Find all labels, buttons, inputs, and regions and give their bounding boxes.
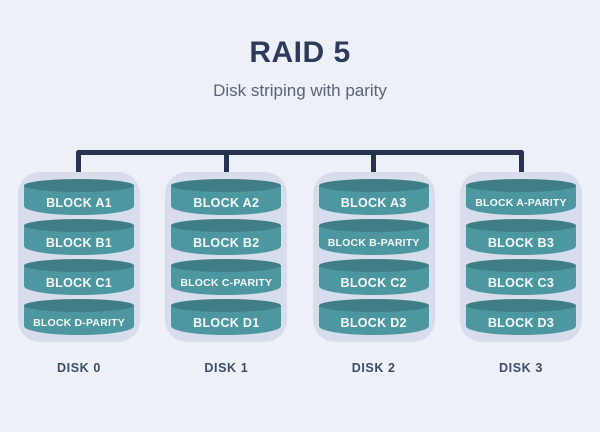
disk-label: DISK 0	[57, 361, 101, 375]
diagram-subtitle: Disk striping with parity	[213, 81, 387, 100]
block-label: BLOCK B1	[45, 235, 113, 250]
disk-block: BLOCK D2	[318, 299, 429, 335]
block-label: BLOCK A-PARITY	[475, 196, 567, 209]
disk-block: BLOCK C-PARITY	[171, 259, 282, 295]
disk-block: BLOCK C1	[24, 259, 134, 295]
disk: BLOCK A2 BLOCK B2 BLOCK C-PARITY BLOCK D1 D…	[165, 172, 288, 375]
cylinder-top-ellipse	[318, 219, 429, 232]
connector-drop-line	[519, 152, 524, 189]
disk-cylinder: BLOCK A1 BLOCK B1 BLOCK C1 BLOCK D-PARITY	[18, 172, 140, 342]
disk-label: DISK 2	[351, 361, 396, 375]
block-label: BLOCK D-PARITY	[33, 316, 125, 329]
connector-drop-line	[371, 152, 377, 189]
disk-label: DISK 1	[204, 361, 249, 375]
disk: BLOCK A1 BLOCK B1 BLOCK C1 BLOCK D-PARITY D…	[18, 172, 140, 375]
cylinder-top-ellipse	[465, 179, 576, 192]
block-label: BLOCK B-PARITY	[327, 236, 420, 249]
cylinder-top-ellipse	[171, 259, 282, 272]
cylinder-top-ellipse	[24, 219, 134, 232]
disk-label: DISK 3	[499, 361, 543, 375]
disk-block: BLOCK D-PARITY	[24, 299, 134, 335]
block-label: BLOCK C3	[487, 275, 555, 290]
block-label: BLOCK C1	[45, 275, 113, 290]
disk: BLOCK A-PARITY BLOCK B3 BLOCK C3 BLOCK D3 D…	[459, 172, 582, 375]
block-label: BLOCK C2	[340, 275, 407, 290]
connector-drop-line	[76, 152, 81, 189]
cylinder-top-ellipse	[465, 219, 576, 232]
disk-block: BLOCK C2	[318, 259, 429, 295]
cylinder-top-ellipse	[465, 299, 576, 312]
disk-block: BLOCK A3	[318, 179, 429, 215]
cylinder-top-ellipse	[318, 179, 429, 192]
block-label: BLOCK A3	[340, 195, 407, 210]
disk-block: BLOCK B2	[171, 219, 282, 255]
disk-cylinder: BLOCK A3 BLOCK B-PARITY BLOCK C2 BLOCK D2	[312, 172, 435, 342]
disk-block: BLOCK A-PARITY	[465, 179, 576, 215]
cylinder-top-ellipse	[24, 179, 134, 192]
disk-block: BLOCK A1	[24, 179, 134, 215]
block-label: BLOCK A1	[46, 195, 112, 210]
disk-block: BLOCK C3	[465, 259, 576, 295]
cylinder-top-ellipse	[171, 179, 282, 192]
disk-block: BLOCK B-PARITY	[318, 219, 429, 255]
cylinder-top-ellipse	[24, 299, 134, 312]
cylinder-top-ellipse	[318, 259, 429, 272]
block-label: BLOCK B2	[193, 235, 260, 250]
disk-block: BLOCK B1	[24, 219, 134, 255]
cylinder-top-ellipse	[318, 299, 429, 312]
block-label: BLOCK A2	[193, 195, 260, 210]
disk-cylinder: BLOCK A-PARITY BLOCK B3 BLOCK C3 BLOCK D3	[459, 172, 582, 342]
block-label: BLOCK D2	[340, 315, 407, 330]
cylinder-top-ellipse	[171, 219, 282, 232]
block-label: BLOCK D1	[193, 315, 260, 330]
block-label: BLOCK B3	[487, 235, 555, 250]
bus-connector-line	[76, 150, 524, 189]
cylinder-top-ellipse	[465, 259, 576, 272]
disk-cylinder: BLOCK A2 BLOCK B2 BLOCK C-PARITY BLOCK D1	[165, 172, 288, 342]
connector-drop-line	[223, 152, 229, 189]
block-label: BLOCK D3	[487, 315, 555, 330]
cylinder-top-ellipse	[171, 299, 282, 312]
diagram-title: RAID 5	[249, 36, 351, 69]
disk-block: BLOCK D3	[465, 299, 576, 335]
disks-row: BLOCK A1 BLOCK B1 BLOCK C1 BLOCK D-PARITY D…	[18, 172, 582, 375]
disk-block: BLOCK B3	[465, 219, 576, 255]
block-label: BLOCK C-PARITY	[180, 276, 273, 289]
disk-block: BLOCK D1	[171, 299, 282, 335]
disk: BLOCK A3 BLOCK B-PARITY BLOCK C2 BLOCK D2 D…	[312, 172, 435, 375]
cylinder-top-ellipse	[24, 259, 134, 272]
disk-block: BLOCK A2	[171, 179, 282, 215]
